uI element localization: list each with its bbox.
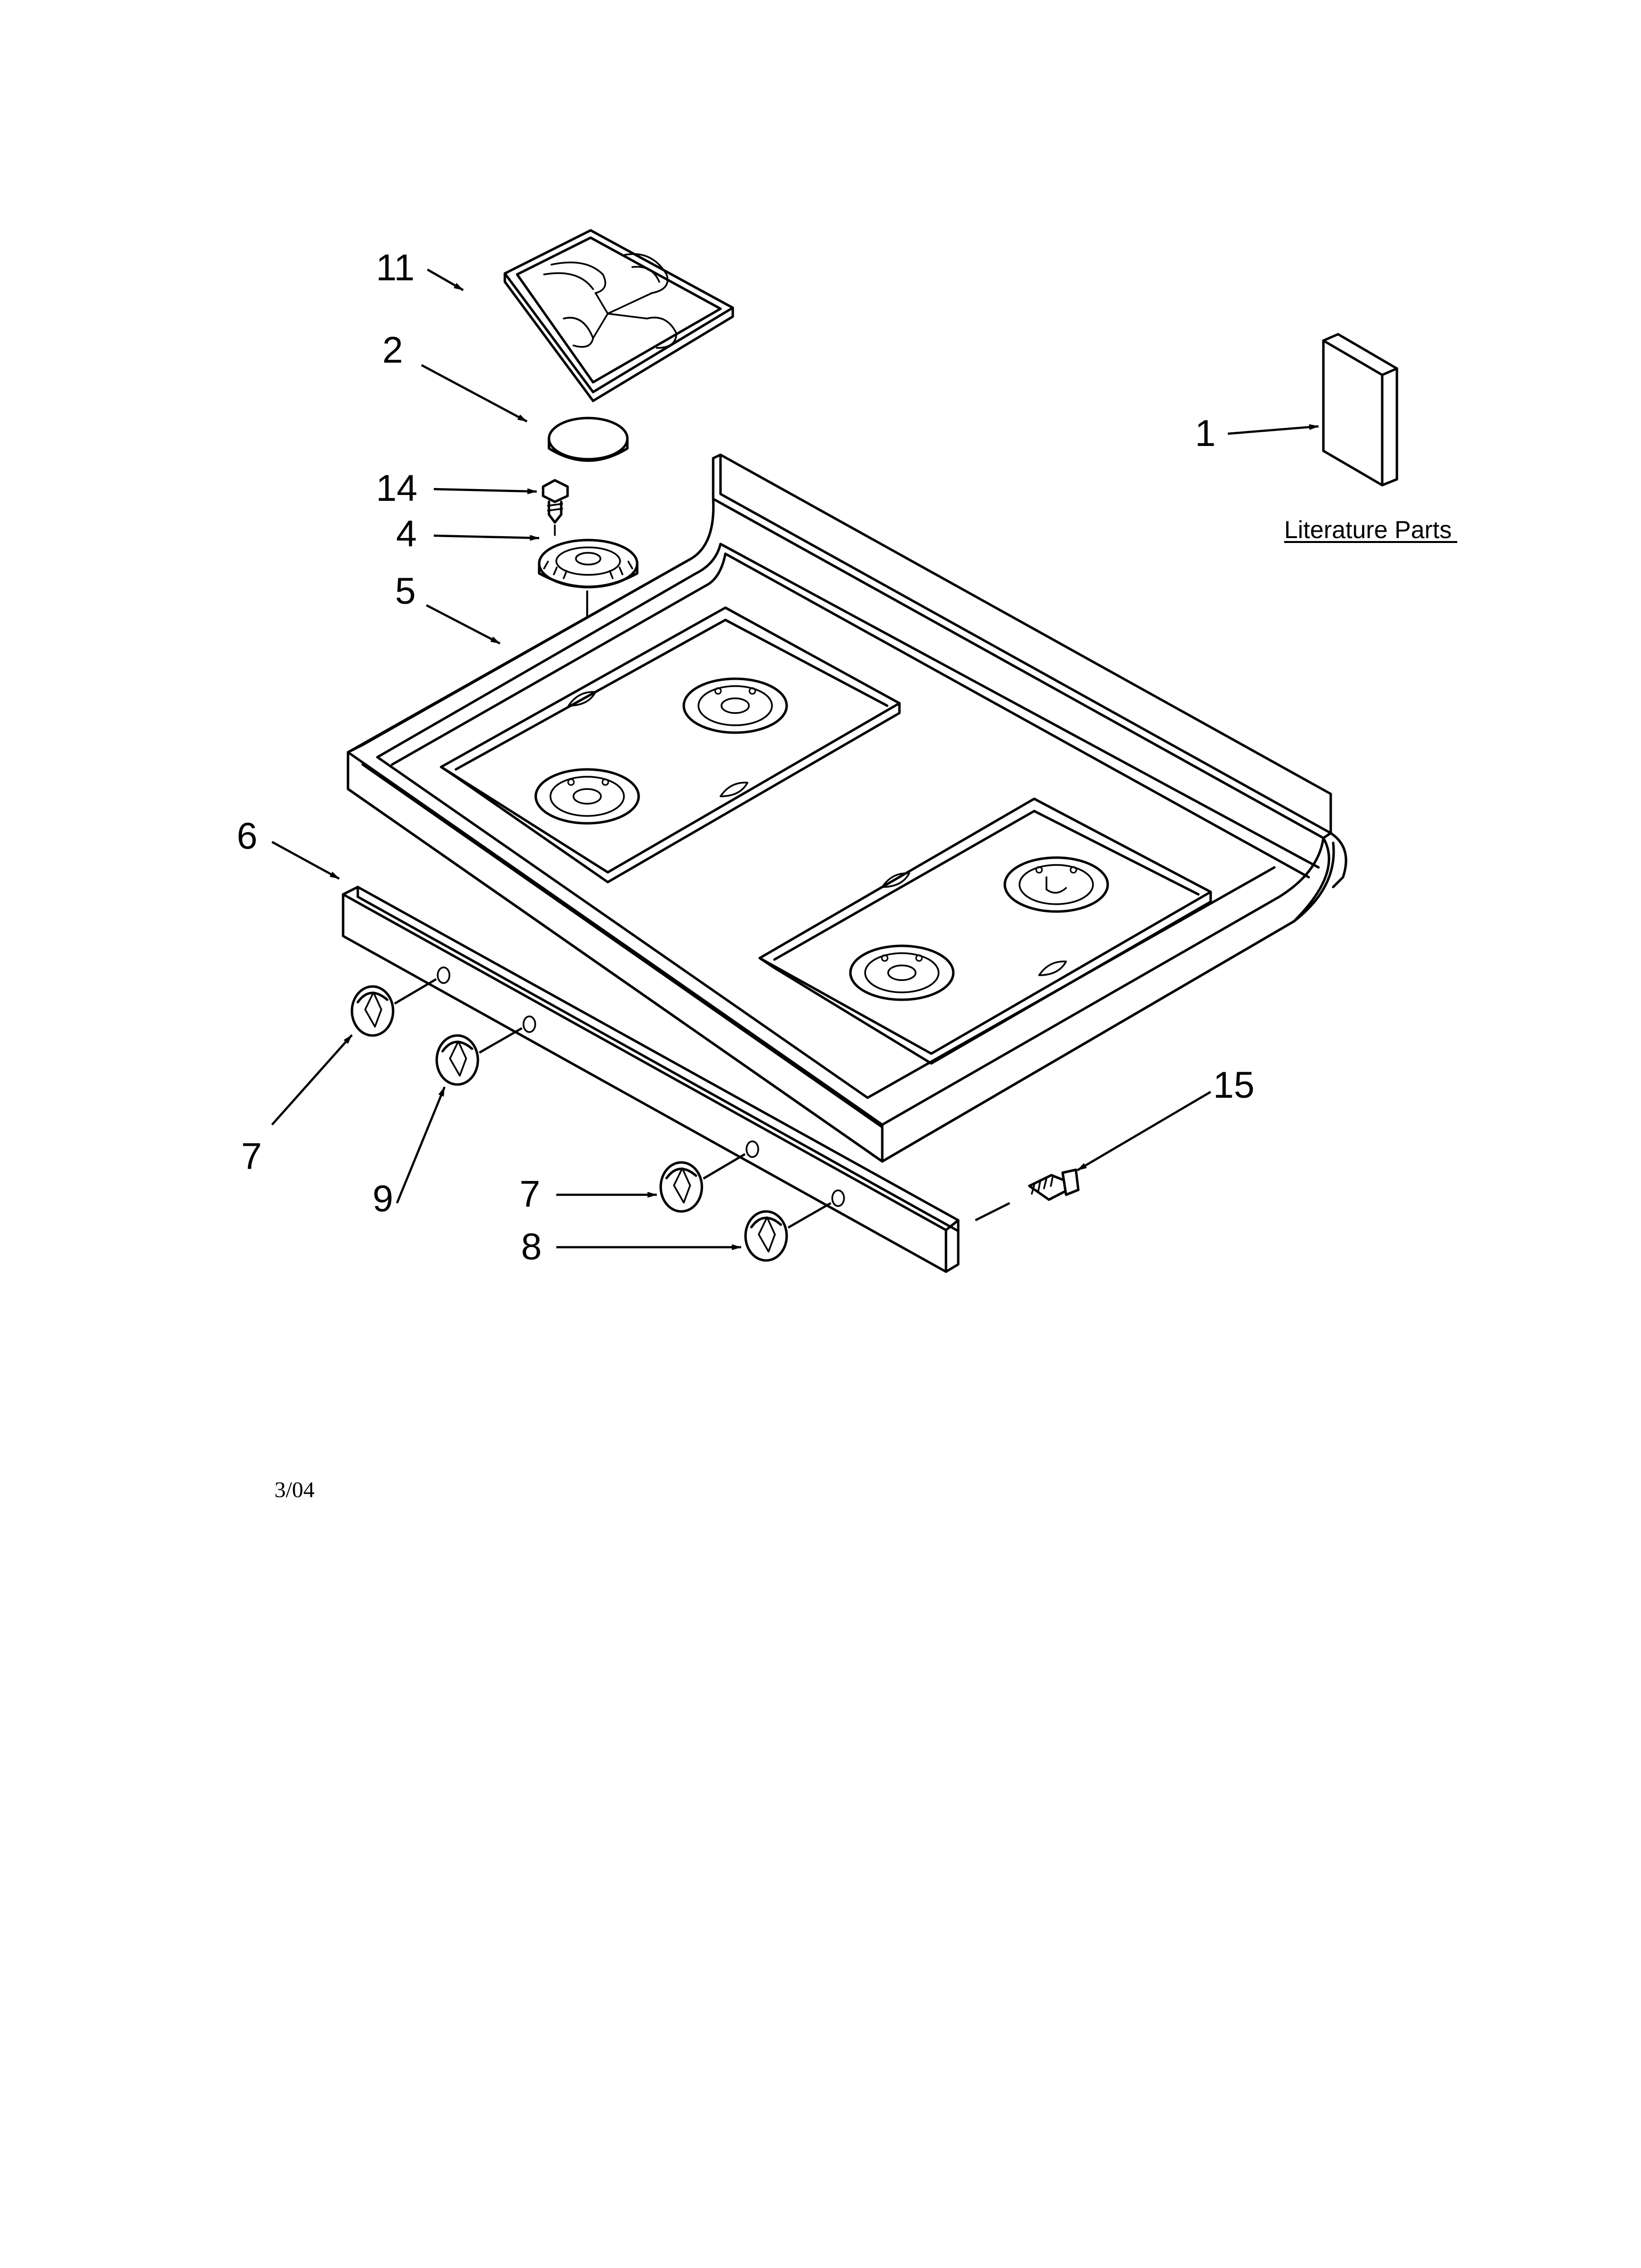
screw-14	[542, 479, 569, 536]
burner-hole-right-rear	[1003, 856, 1109, 913]
burner-hole-left-front	[534, 768, 640, 825]
callout-2: 2	[382, 329, 403, 371]
callout-6: 6	[237, 815, 257, 857]
literature-parts-label: Literature Parts	[1284, 516, 1452, 543]
knob-9	[435, 1027, 523, 1086]
callout-11: 11	[376, 247, 415, 289]
callout-8: 8	[521, 1226, 542, 1268]
burner-hole-left-rear	[682, 677, 788, 734]
burner-grate	[503, 229, 734, 402]
control-panel	[342, 886, 960, 1273]
callout-7-right: 7	[520, 1173, 540, 1215]
burner-hole-right-front	[849, 944, 955, 1001]
leader-lines	[271, 269, 1319, 1250]
knob-8	[744, 1202, 832, 1262]
burner-cap	[547, 417, 629, 462]
callout-14: 14	[376, 468, 418, 509]
burner-base	[538, 539, 639, 589]
knob-7-right	[659, 1153, 746, 1213]
cooktop	[347, 453, 1347, 1163]
callout-5: 5	[395, 570, 416, 612]
callout-9: 9	[373, 1178, 393, 1220]
date-code: 3/04	[274, 1477, 315, 1502]
callout-15: 15	[1213, 1064, 1255, 1106]
literature-parts-booklet	[1322, 333, 1398, 487]
callout-4: 4	[396, 513, 417, 555]
knob-7-left	[350, 978, 437, 1037]
screw-15	[1028, 1168, 1080, 1201]
callout-7-left: 7	[241, 1135, 262, 1177]
callout-1: 1	[1195, 413, 1216, 454]
